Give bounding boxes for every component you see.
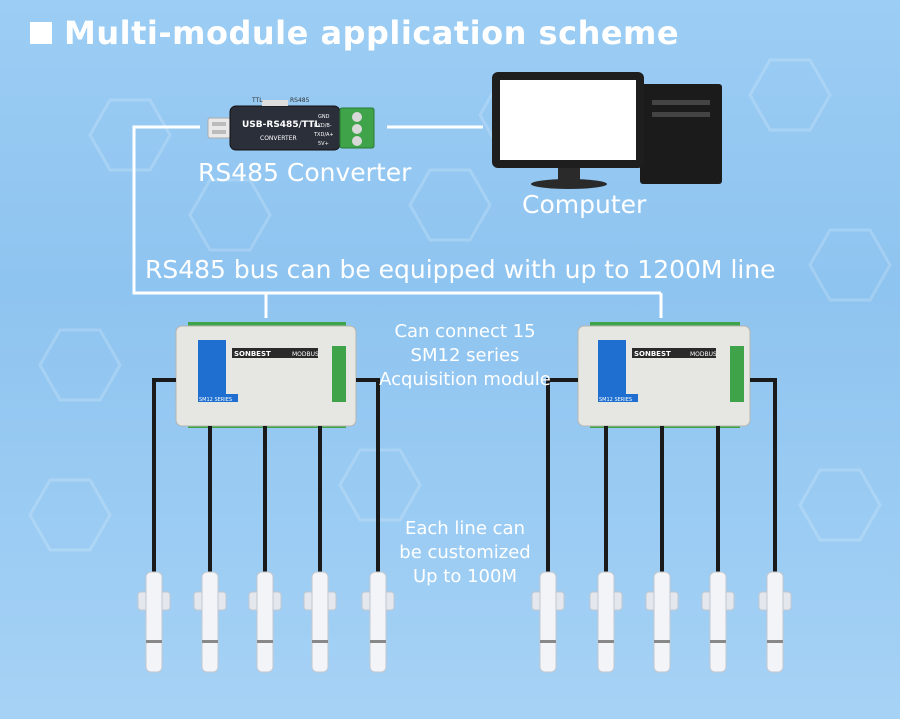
sensors-note-line3: Up to 100M (412, 566, 517, 587)
sensor-probe (758, 571, 792, 673)
acquisition-module-right: SONBEST MODBUS SM12 SERIES (577, 322, 751, 428)
converter-pin-5v: 5V+ (318, 141, 329, 147)
monitor-screen (500, 80, 636, 160)
sensors-note-line2: be customized (399, 542, 531, 563)
bus-wires (132, 125, 663, 318)
sensor-probe (701, 571, 735, 673)
sensor-probe (137, 571, 171, 673)
monitor-neck (558, 168, 580, 180)
converter-device-text: USB-RS485/TTL (242, 120, 320, 130)
module-left-brand: SONBEST (234, 350, 271, 358)
sensor-probe (361, 571, 395, 673)
modules-note-line1: Can connect 15 (394, 321, 536, 342)
usb-plug (207, 117, 231, 139)
modules-note-line2: SM12 series (410, 345, 520, 366)
bus-label: RS485 bus can be equipped with up to 120… (145, 255, 776, 284)
modules-note: Can connect 15 SM12 series Acquisition m… (375, 320, 555, 392)
computer-label: Computer (522, 190, 647, 219)
module-right-series: SM12 SERIES (599, 397, 632, 403)
monitor-stand (531, 179, 607, 189)
module-left-protocol: MODBUS (292, 351, 319, 358)
sensor-probe (193, 571, 227, 673)
sensor-probe (531, 571, 565, 673)
converter-pin-rxd: RXD/B- (314, 123, 332, 129)
page-title: Multi-module application scheme (64, 14, 680, 52)
pc-tower (640, 84, 722, 184)
computer-graphic (492, 72, 722, 189)
page-header: Multi-module application scheme (30, 14, 679, 52)
converter-pin-gnd: GND (318, 114, 330, 120)
converter-top-label-rs485: RS485 (290, 97, 310, 104)
module-right-brand: SONBEST (634, 350, 671, 358)
module-right-protocol: MODBUS (690, 351, 717, 358)
sensors-note: Each line can be customized Up to 100M (375, 517, 555, 589)
converter-pin-txd: TXD/A+ (313, 132, 334, 138)
module-left-series: SM12 SERIES (199, 397, 232, 403)
converter-device-subtext: CONVERTER (260, 135, 297, 142)
sensor-probe (589, 571, 623, 673)
converter-to-bus-wire (132, 125, 268, 318)
hex-pattern (28, 58, 892, 552)
sensor-cables (152, 378, 777, 575)
title-square-icon (30, 22, 52, 44)
modules-note-line3: Acquisition module (379, 369, 551, 390)
sensor-probe (645, 571, 679, 673)
sensors-note-line1: Each line can (405, 518, 525, 539)
acquisition-module-left: SONBEST MODBUS SM12 SERIES (175, 322, 357, 428)
converter-label: RS485 Converter (198, 158, 412, 187)
sensor-probe (248, 571, 282, 673)
rs485-converter: USB-RS485/TTL CONVERTER TTL RS485 GND RX… (207, 97, 375, 151)
sensor-probe (303, 571, 337, 673)
converter-top-label-ttl: TTL (251, 97, 263, 104)
